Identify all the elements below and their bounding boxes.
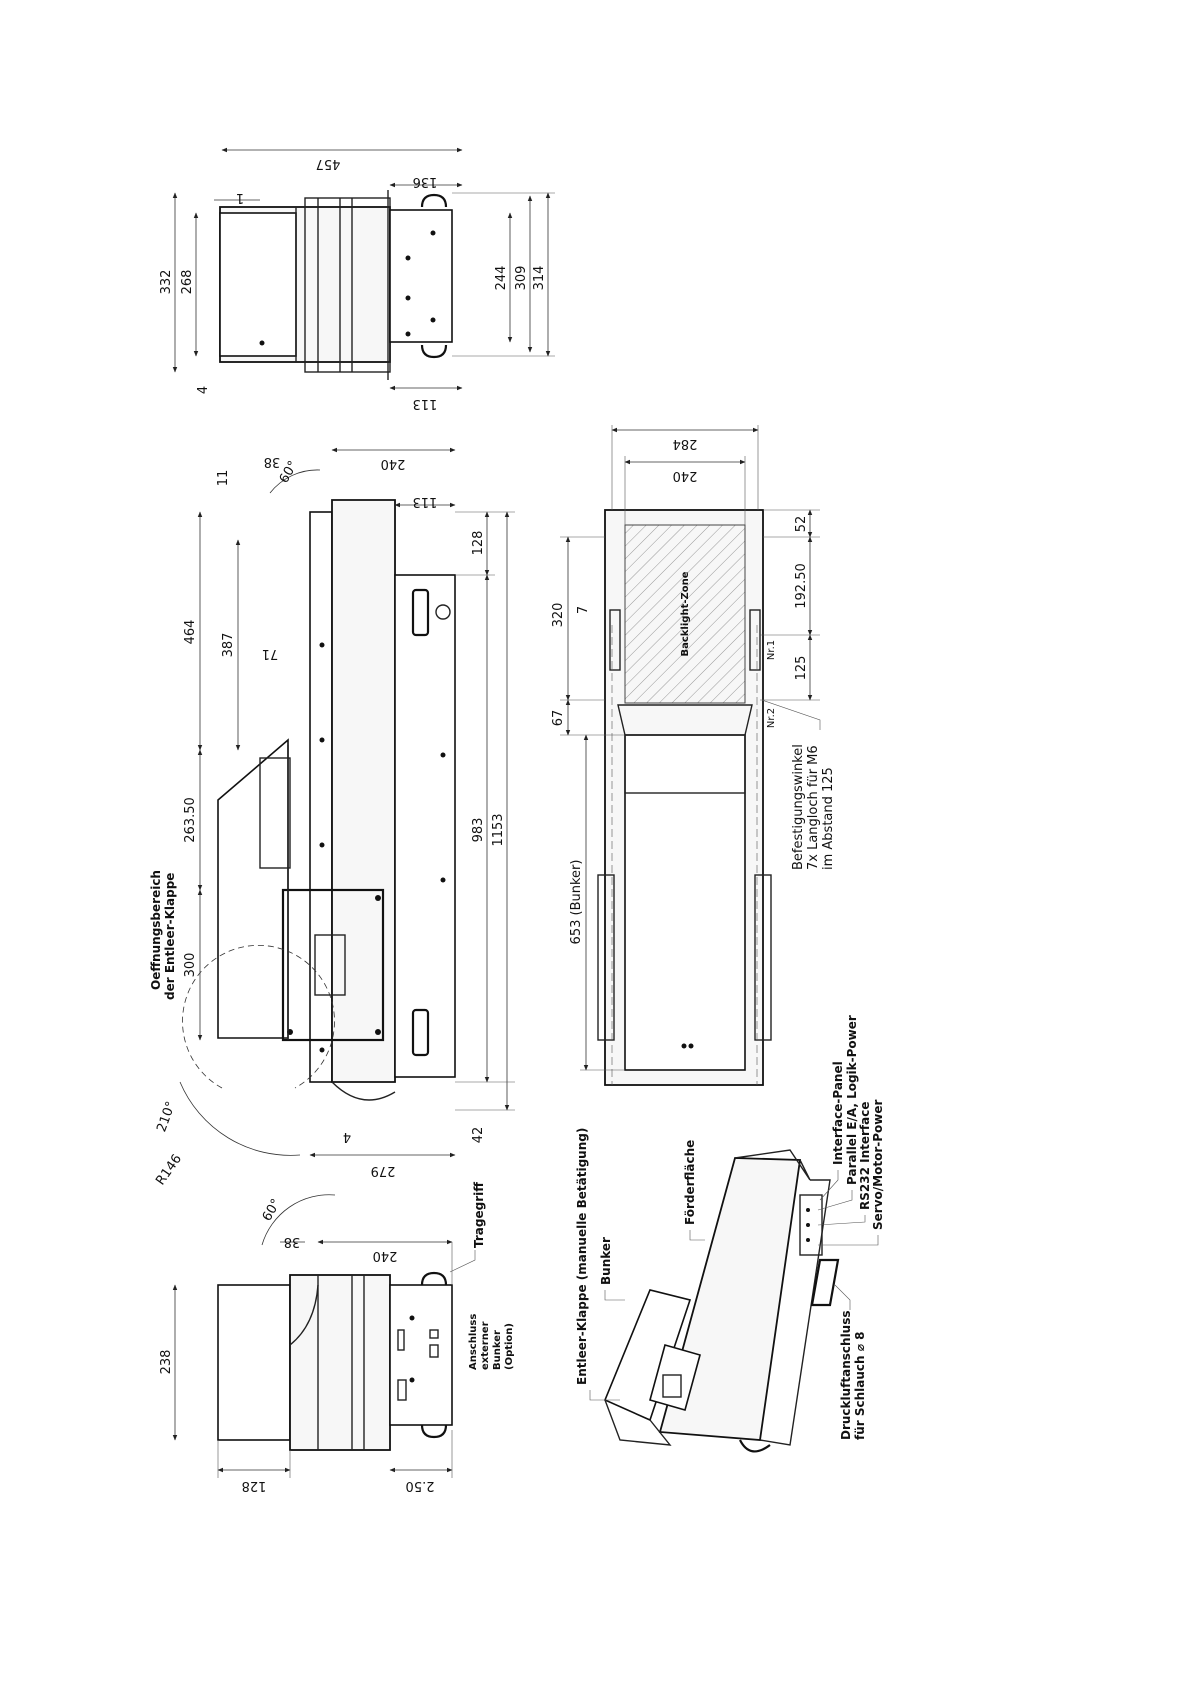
side-label-oeffnung-1: Oeffnungsbereich [149, 870, 163, 990]
side-dim-263: 263.50 [183, 797, 198, 843]
top-dim-457: 457 [316, 156, 341, 171]
plan-view: Backlight-Zone Nr.1 Nr.2 284 240 52 192.… [551, 425, 836, 1086]
plan-label-nr2: Nr.2 [766, 708, 777, 728]
side-dim-38: 38 [264, 454, 281, 469]
top-view-connector-plate [389, 209, 453, 343]
plan-dim-125: 125 [794, 656, 809, 681]
top-dim-314: 314 [532, 266, 547, 291]
side-dim-71: 71 [262, 646, 279, 661]
iso-label-interface: Interface-Panel [831, 1061, 845, 1165]
side-dim-42: 42 [471, 1127, 486, 1144]
top-dim-4: 4 [196, 386, 211, 394]
end-label-anschluss-2: externer [480, 1321, 491, 1370]
side-dim-464: 464 [183, 620, 198, 645]
iso-label-foerder: Förderfläche [683, 1140, 697, 1225]
side-dim-387: 387 [221, 633, 236, 658]
side-view-bunker [217, 738, 289, 1039]
side-view: 464 387 71 263.50 300 11 38 60° 240 113 … [149, 447, 515, 1188]
plan-dim-7: 7 [576, 606, 591, 614]
side-dim-279: 279 [371, 1163, 396, 1178]
end-label-tragegriff: Tragegriff [472, 1182, 486, 1248]
top-view-hopper [219, 212, 297, 357]
side-view-drive [394, 574, 456, 1078]
top-dim-1: 1 [236, 190, 244, 205]
side-dim-4: 4 [343, 1129, 351, 1144]
side-label-oeffnung-2: der Entleer-Klappe [163, 873, 177, 1000]
plan-dim-284: 284 [673, 436, 698, 451]
top-dim-136: 136 [413, 174, 438, 189]
plan-label-befestigung-3: im Abstand 125 [821, 767, 836, 870]
end-dim-240: 240 [373, 1248, 398, 1263]
backlight-zone-label: Backlight-Zone [680, 571, 691, 656]
plan-dim-19250: 192.50 [794, 563, 809, 609]
end-view-hopper [217, 1284, 291, 1441]
top-dim-332: 332 [159, 270, 174, 295]
iso-label-druckluft-1: Druckluftanschluss [839, 1310, 853, 1440]
plan-dim-240: 240 [673, 468, 698, 483]
end-view: 238 60° 38 240 128 2.50 Tragegriff Ansch… [159, 1182, 515, 1493]
side-dim-11: 11 [216, 470, 231, 487]
top-view: 457 136 113 332 268 4 1 244 309 314 [159, 147, 555, 411]
side-angle-210: 210° [154, 1100, 179, 1135]
end-label-anschluss-3: Bunker [492, 1330, 503, 1370]
side-dim-1153: 1153 [491, 813, 506, 846]
plan-dim-320: 320 [551, 603, 566, 628]
top-dim-268: 268 [180, 270, 195, 295]
plan-label-befestigung-1: Befestigungswinkel [791, 744, 806, 870]
end-dim-238: 238 [159, 1350, 174, 1375]
side-dim-300: 300 [183, 953, 198, 978]
top-dim-309: 309 [514, 266, 529, 291]
end-dim-128: 128 [242, 1478, 267, 1493]
iso-label-rs232: RS232 Interface [858, 1102, 872, 1210]
plan-dim-653: 653 (Bunker) [569, 860, 584, 945]
side-dim-128: 128 [471, 531, 486, 556]
end-dim-38: 38 [284, 1234, 301, 1249]
backlight-zone [624, 524, 746, 704]
end-angle-60: 60° [260, 1197, 285, 1224]
side-view-flap-arc [182, 944, 335, 1089]
side-dim-113: 113 [413, 494, 438, 509]
side-radius-146: R146 [153, 1152, 185, 1188]
top-dim-244: 244 [494, 266, 509, 291]
end-dim-250: 2.50 [406, 1478, 435, 1493]
iso-label-entleer: Entleer-Klappe (manuelle Betätigung) [575, 1128, 589, 1385]
plan-dim-52: 52 [794, 516, 809, 533]
end-label-anschluss-1: Anschluss [468, 1314, 479, 1370]
plan-label-nr1: Nr.1 [766, 640, 777, 660]
plan-dim-67: 67 [551, 710, 566, 727]
end-view-interface-plate [389, 1284, 453, 1426]
side-dim-983: 983 [471, 818, 486, 843]
plan-label-befestigung-2: 7x Langloch für M6 [806, 745, 821, 870]
side-view-conveyor [331, 499, 396, 1083]
side-dim-240: 240 [381, 456, 406, 471]
side-view-rail [309, 511, 333, 1083]
top-dim-113: 113 [413, 396, 438, 411]
iso-label-bunker: Bunker [599, 1237, 613, 1285]
iso-label-druckluft-2: für Schlauch ⌀ 8 [853, 1332, 867, 1441]
iso-label-parallel: Parallel E/A, Logik-Power [845, 1015, 859, 1185]
iso-view: Entleer-Klappe (manuelle Betätigung) Bun… [575, 1015, 885, 1453]
iso-label-servo: Servo/Motor-Power [871, 1100, 885, 1230]
end-label-anschluss-4: (Option) [504, 1323, 515, 1370]
